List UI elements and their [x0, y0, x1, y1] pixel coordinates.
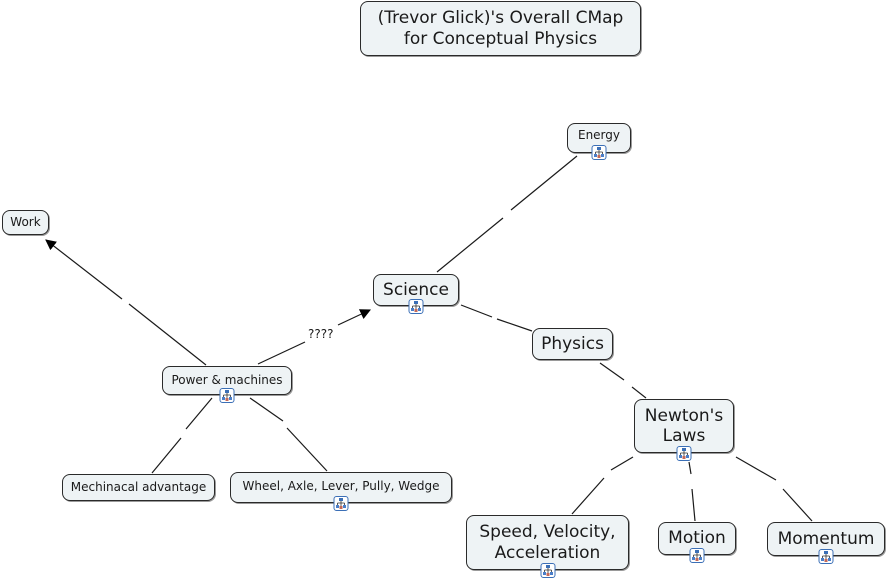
concept-momentum[interactable]: Momentum	[767, 522, 885, 564]
linking-phrase-power-science[interactable]: ????	[306, 327, 336, 341]
link-science-energy-a	[436, 217, 504, 273]
concept-mechanical-advantage-label: Mechinacal advantage	[70, 480, 207, 495]
link-power-science-b	[337, 309, 371, 326]
link-newton-momentum-b	[782, 488, 813, 522]
map-title[interactable]: (Trevor Glick)'s Overall CMap for Concep…	[360, 1, 641, 56]
concept-motion-label: Motion	[668, 528, 726, 549]
link-newton-momentum-a	[735, 456, 777, 481]
link-physics-newton-b	[631, 386, 647, 399]
concept-motion[interactable]: Motion	[658, 522, 736, 563]
submap-icon[interactable]	[408, 299, 424, 314]
submap-icon[interactable]	[333, 496, 349, 511]
map-title-text: (Trevor Glick)'s Overall CMap for Concep…	[377, 8, 624, 49]
concept-energy-label: Energy	[577, 128, 620, 142]
link-science-energy-b	[510, 155, 578, 211]
concept-simple-machines-label: Wheel, Axle, Lever, Pully, Wedge	[242, 479, 440, 493]
link-newton-motion-a	[688, 461, 692, 475]
concept-power-machines-label: Power & machines	[171, 373, 283, 387]
link-newton-speed-b	[571, 477, 605, 515]
link-power-mechanical-a	[185, 397, 213, 430]
concept-mechanical-advantage[interactable]: Mechinacal advantage	[62, 474, 215, 501]
link-power-wheel-b	[286, 427, 328, 472]
concept-momentum-label: Momentum	[777, 528, 875, 549]
concept-simple-machines[interactable]: Wheel, Axle, Lever, Pully, Wedge	[230, 472, 452, 511]
concept-science[interactable]: Science	[373, 274, 459, 314]
link-science-physics-a	[460, 304, 493, 318]
link-power-work-a	[128, 303, 207, 366]
link-power-wheel-a	[249, 397, 284, 422]
concept-work[interactable]: Work	[2, 210, 49, 235]
link-power-work-b	[45, 239, 123, 300]
link-newton-speed-a	[610, 456, 634, 471]
link-power-mechanical-b	[151, 437, 182, 474]
submap-icon[interactable]	[818, 549, 834, 564]
concept-newtons-laws-label: Newton's Laws	[644, 405, 724, 446]
link-science-physics-b	[496, 318, 533, 332]
concept-physics[interactable]: Physics	[532, 328, 613, 360]
concept-speed-velocity-acceleration[interactable]: Speed, Velocity, Acceleration	[466, 515, 629, 578]
link-physics-newton-a	[599, 362, 625, 381]
concept-science-label: Science	[383, 279, 449, 300]
concept-work-label: Work	[10, 215, 41, 230]
concept-speed-velocity-acceleration-label: Speed, Velocity, Acceleration	[479, 522, 616, 563]
concept-power-machines[interactable]: Power & machines	[162, 366, 292, 403]
submap-icon[interactable]	[540, 563, 555, 578]
concept-newtons-laws[interactable]: Newton's Laws	[634, 399, 734, 461]
concept-energy[interactable]: Energy	[567, 123, 631, 160]
link-power-science-a	[257, 341, 306, 365]
submap-icon[interactable]	[591, 145, 607, 160]
submap-icon[interactable]	[689, 548, 705, 563]
link-newton-motion-b	[691, 488, 696, 522]
submap-icon[interactable]	[676, 446, 692, 461]
concept-physics-label: Physics	[541, 333, 604, 354]
submap-icon[interactable]	[219, 388, 235, 403]
